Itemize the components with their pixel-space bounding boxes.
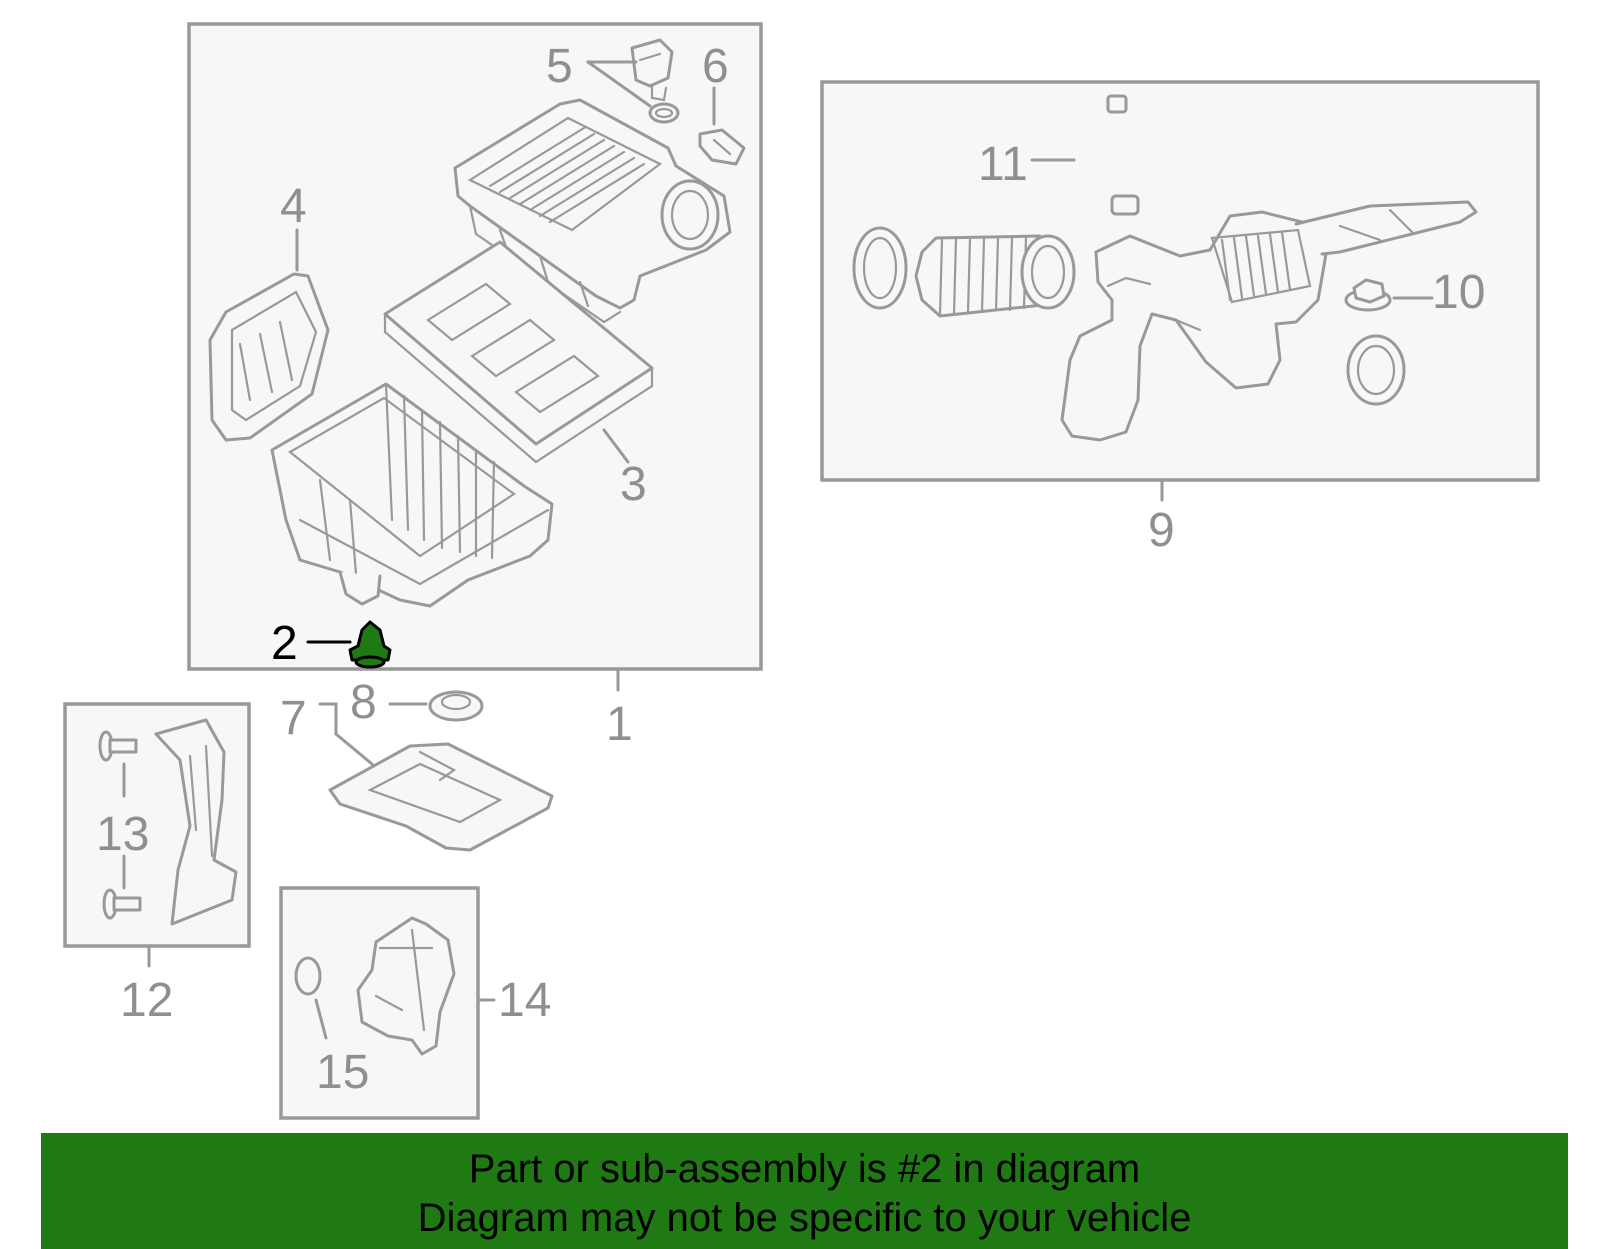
part-13-pin-lower[interactable] (102, 888, 142, 920)
callout-4[interactable]: 4 (280, 180, 307, 233)
callout-15[interactable]: 15 (316, 1046, 369, 1099)
part-7-tray[interactable] (328, 742, 554, 852)
leader-15 (314, 998, 328, 1040)
callout-1[interactable]: 1 (606, 698, 633, 751)
part-14-resonator[interactable] (356, 916, 456, 1056)
callout-12[interactable]: 12 (120, 974, 173, 1027)
part-12-bracket[interactable] (154, 718, 238, 926)
callout-6[interactable]: 6 (702, 40, 729, 93)
part-lower-housing[interactable] (270, 382, 554, 608)
part-11-hose[interactable] (1079, 94, 1140, 216)
callout-14[interactable]: 14 (498, 974, 551, 1027)
part-8-grommet[interactable] (428, 690, 484, 722)
banner-line-2: Diagram may not be specific to your vehi… (417, 1196, 1192, 1240)
callout-11[interactable]: 11 (978, 138, 1028, 191)
info-banner: Part or sub-assembly is #2 in diagram Di… (41, 1133, 1568, 1249)
part-5-sensor[interactable] (630, 38, 674, 102)
leader-5b (586, 60, 652, 108)
part-clamp-left[interactable] (852, 226, 908, 310)
part-2-grommet[interactable] (348, 620, 392, 669)
part-clamp-right[interactable] (1346, 334, 1406, 406)
part-10-nut[interactable] (1344, 278, 1392, 312)
callout-7[interactable]: 7 (280, 692, 307, 745)
part-15-cap[interactable] (294, 956, 322, 996)
callout-13[interactable]: 13 (96, 808, 149, 861)
part-4-side-panel[interactable] (208, 272, 330, 442)
callout-8[interactable]: 8 (350, 676, 377, 729)
leader-7a (318, 702, 374, 766)
part-5-o-ring[interactable] (648, 102, 680, 124)
part-13-pin-upper[interactable] (98, 730, 138, 762)
part-intake-duct[interactable] (1060, 200, 1478, 442)
callout-2[interactable]: 2 (271, 617, 298, 670)
leader-3 (602, 428, 630, 464)
callout-9[interactable]: 9 (1148, 504, 1175, 557)
callout-5[interactable]: 5 (546, 40, 573, 93)
part-6-sensor[interactable] (698, 128, 746, 166)
banner-line-1: Part or sub-assembly is #2 in diagram (468, 1147, 1141, 1191)
callout-3[interactable]: 3 (620, 458, 647, 511)
part-bellows-hose[interactable] (914, 234, 1076, 318)
callout-10[interactable]: 10 (1432, 266, 1485, 319)
group-box-12 (63, 702, 251, 948)
part-3-filter-element[interactable] (383, 240, 654, 464)
